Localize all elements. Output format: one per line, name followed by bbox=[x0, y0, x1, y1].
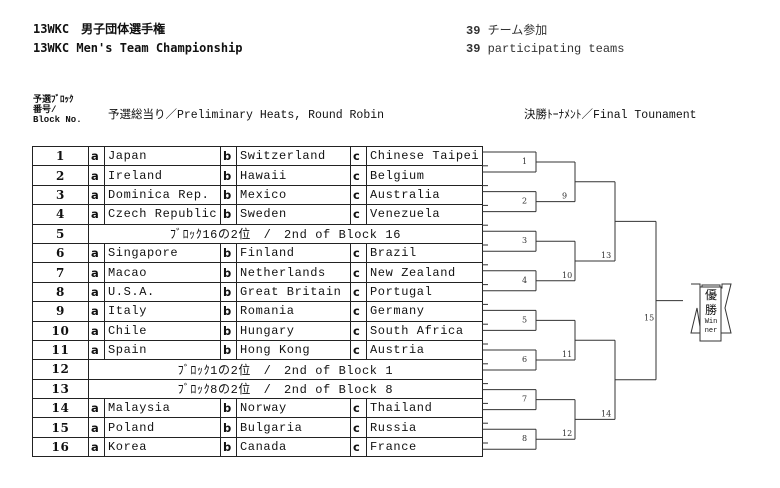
match-number: 3 bbox=[522, 236, 527, 245]
block-number: 3 bbox=[32, 184, 89, 206]
winner-jp2: 勝 bbox=[704, 303, 717, 317]
team-c: Australia bbox=[366, 184, 483, 206]
team-b: Romania bbox=[236, 301, 351, 322]
winner-jp1: 優 bbox=[704, 288, 717, 302]
team-c: New Zealand bbox=[366, 262, 483, 283]
team-a: Korea bbox=[104, 436, 221, 458]
team-b: Great Britain bbox=[236, 281, 351, 303]
match-number: 9 bbox=[562, 192, 567, 201]
match-number: 6 bbox=[522, 355, 527, 364]
match-number: 4 bbox=[522, 276, 527, 285]
team-a: Ireland bbox=[104, 165, 221, 186]
block-number: 5 bbox=[32, 223, 89, 244]
match-number: 10 bbox=[562, 271, 572, 280]
prelim-heading: 予選総当り／Preliminary Heats, Round Robin bbox=[108, 109, 385, 122]
match-number: 13 bbox=[601, 251, 611, 260]
block-no-jp1: 予選ﾌﾞﾛｯｸ bbox=[33, 95, 74, 105]
group-letter-c: c bbox=[350, 145, 367, 167]
block-no-jp2: 番号/ bbox=[33, 105, 57, 115]
title-en: 13WKC Men's Team Championship bbox=[33, 41, 243, 55]
team-c: South Africa bbox=[366, 320, 483, 341]
match-number: 2 bbox=[522, 197, 527, 206]
winner-banner-icon bbox=[690, 283, 732, 342]
block-number: 12 bbox=[32, 359, 89, 380]
team-c: Chinese Taipei bbox=[366, 145, 483, 167]
team-a: Macao bbox=[104, 262, 221, 283]
match-number: 14 bbox=[601, 409, 611, 418]
teams-count-en: 39 participating teams bbox=[466, 42, 624, 56]
block-number: 16 bbox=[32, 436, 89, 458]
team-c: Austria bbox=[366, 339, 483, 361]
winner-badge: 優 勝 Win ner bbox=[690, 283, 732, 343]
winner-en2: ner bbox=[704, 327, 718, 335]
team-a: Singapore bbox=[104, 242, 221, 264]
match-number: 8 bbox=[522, 434, 527, 443]
team-a: Dominica Rep. bbox=[104, 184, 221, 206]
team-a: U.S.A. bbox=[104, 281, 221, 303]
match-number: 12 bbox=[562, 429, 572, 438]
team-a: Japan bbox=[104, 145, 221, 167]
match-number: 11 bbox=[562, 350, 572, 359]
teams-count-jp: 39 チーム参加 bbox=[466, 21, 547, 38]
team-c: Brazil bbox=[366, 242, 483, 264]
block-no-en: Block No. bbox=[33, 115, 82, 125]
block-no-header: 予選ﾌﾞﾛｯｸ 番号/ Block No. bbox=[33, 95, 82, 125]
team-c: Germany bbox=[366, 301, 483, 322]
team-a: Poland bbox=[104, 417, 221, 438]
team-a: Czech Republic bbox=[104, 204, 221, 225]
match-number: 1 bbox=[522, 157, 527, 166]
block-number: 11 bbox=[32, 339, 89, 361]
team-b: Hungary bbox=[236, 320, 351, 341]
team-b: Hong Kong bbox=[236, 339, 351, 361]
teams-label-jp: チーム参加 bbox=[487, 24, 548, 38]
team-c: France bbox=[366, 436, 483, 458]
teams-label-en: participating teams bbox=[487, 42, 625, 56]
final-heading: 決勝ﾄｰﾅﾒﾝﾄ／Final Tounament bbox=[524, 109, 697, 122]
block-number: 13 bbox=[32, 378, 89, 400]
teams-count: 39 bbox=[466, 24, 481, 38]
teams-count: 39 bbox=[466, 42, 481, 56]
team-a: Italy bbox=[104, 301, 221, 322]
block-number: 4 bbox=[32, 204, 89, 225]
team-c: Venezuela bbox=[366, 204, 483, 225]
team-b: Switzerland bbox=[236, 145, 351, 167]
winner-en1: Win bbox=[704, 318, 718, 326]
match-number: 7 bbox=[522, 395, 527, 404]
match-number: 15 bbox=[644, 314, 654, 323]
match-number: 5 bbox=[522, 315, 527, 324]
title-jp: 13WKC 男子団体選手権 bbox=[33, 22, 166, 36]
team-b: Hawaii bbox=[236, 165, 351, 186]
team-c: Belgium bbox=[366, 165, 483, 186]
block-note: ﾌﾞﾛｯｸ16の2位 / 2nd of Block 16 bbox=[88, 223, 483, 244]
team-b: Sweden bbox=[236, 204, 351, 225]
team-b: Bulgaria bbox=[236, 417, 351, 438]
